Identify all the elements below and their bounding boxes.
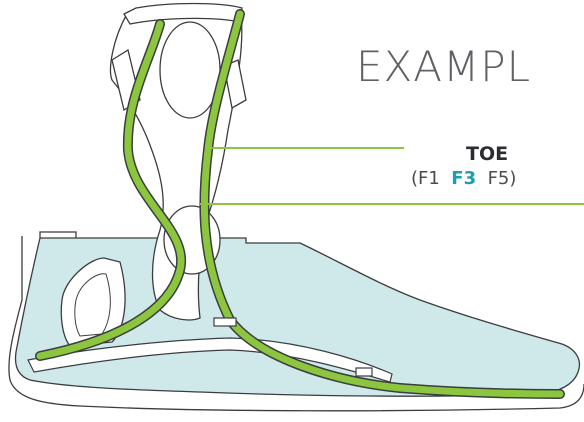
pylon-window — [160, 22, 220, 118]
toe-label: TOE — [466, 143, 508, 165]
bolt-right — [356, 368, 372, 376]
options-close-paren: ) — [509, 168, 516, 189]
bolt-left — [214, 318, 236, 326]
option-f1: F1 — [418, 168, 440, 189]
heel-notch — [40, 232, 76, 238]
heading-text: EXAMPL — [356, 42, 531, 91]
option-f3-selected: F3 — [451, 168, 476, 189]
options-open-paren: ( — [411, 168, 418, 189]
stiffness-options: (F1 F3 F5) — [411, 168, 516, 189]
option-f5: F5 — [488, 168, 510, 189]
